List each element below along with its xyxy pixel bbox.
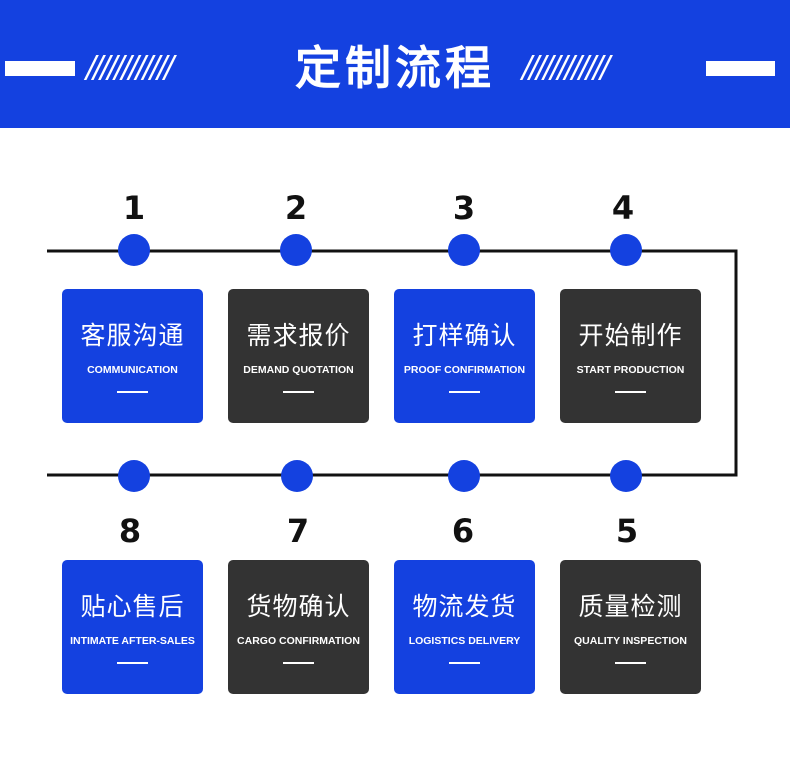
banner-left-bar [5, 61, 75, 76]
step-subtitle: COMMUNICATION [87, 364, 178, 376]
timeline-dot-7 [281, 460, 313, 492]
step-title: 货物确认 [246, 592, 351, 621]
step-subtitle: START PRODUCTION [576, 364, 685, 376]
header-banner: //////////// 定制流程 //////////// [0, 0, 790, 128]
step-dash [449, 391, 480, 393]
timeline-dot-5 [610, 460, 642, 492]
timeline-dot-1 [118, 234, 150, 266]
step-subtitle: CARGO CONFIRMATION [237, 635, 360, 647]
step-number-4: 4 [611, 189, 635, 227]
step-number-7: 7 [286, 512, 310, 550]
timeline-dot-8 [118, 460, 150, 492]
step-subtitle: LOGISTICS DELIVERY [408, 635, 521, 647]
banner-right-bar [706, 61, 775, 76]
step-title: 打样确认 [412, 321, 517, 350]
step-dash [117, 662, 148, 664]
timeline-dot-6 [448, 460, 480, 492]
step-card-quality-inspection: 质量检测 QUALITY INSPECTION [560, 560, 701, 694]
step-title: 贴心售后 [80, 592, 185, 621]
banner-right-slashes: //////////// [522, 50, 610, 85]
step-dash [615, 391, 646, 393]
timeline-dot-3 [448, 234, 480, 266]
step-number-5: 5 [615, 512, 639, 550]
step-title: 开始制作 [578, 321, 683, 350]
step-card-logistics-delivery: 物流发货 LOGISTICS DELIVERY [394, 560, 535, 694]
step-card-proof-confirmation: 打样确认 PROOF CONFIRMATION [394, 289, 535, 423]
step-subtitle: PROOF CONFIRMATION [403, 364, 526, 376]
step-dash [449, 662, 480, 664]
step-dash [117, 391, 148, 393]
step-number-6: 6 [451, 512, 475, 550]
step-number-2: 2 [284, 189, 308, 227]
step-card-communication: 客服沟通 COMMUNICATION [62, 289, 203, 423]
banner-left-slashes: //////////// [86, 50, 174, 85]
step-number-8: 8 [118, 512, 142, 550]
step-title: 物流发货 [412, 592, 517, 621]
step-subtitle: QUALITY INSPECTION [574, 635, 687, 647]
step-card-cargo-confirmation: 货物确认 CARGO CONFIRMATION [228, 560, 369, 694]
step-card-demand-quotation: 需求报价 DEMAND QUOTATION [228, 289, 369, 423]
step-dash [283, 662, 314, 664]
timeline-connector [47, 249, 738, 477]
step-dash [615, 662, 646, 664]
step-subtitle: DEMAND QUOTATION [243, 364, 354, 376]
step-card-start-production: 开始制作 START PRODUCTION [560, 289, 701, 423]
step-number-3: 3 [452, 189, 476, 227]
step-title: 需求报价 [246, 321, 351, 350]
step-card-after-sales: 贴心售后 INTIMATE AFTER-SALES [62, 560, 203, 694]
step-number-1: 1 [122, 189, 146, 227]
timeline-dot-4 [610, 234, 642, 266]
step-title: 客服沟通 [80, 321, 185, 350]
step-subtitle: INTIMATE AFTER-SALES [70, 635, 195, 647]
step-title: 质量检测 [578, 592, 683, 621]
page-title: 定制流程 [295, 41, 495, 95]
step-dash [283, 391, 314, 393]
timeline-dot-2 [280, 234, 312, 266]
